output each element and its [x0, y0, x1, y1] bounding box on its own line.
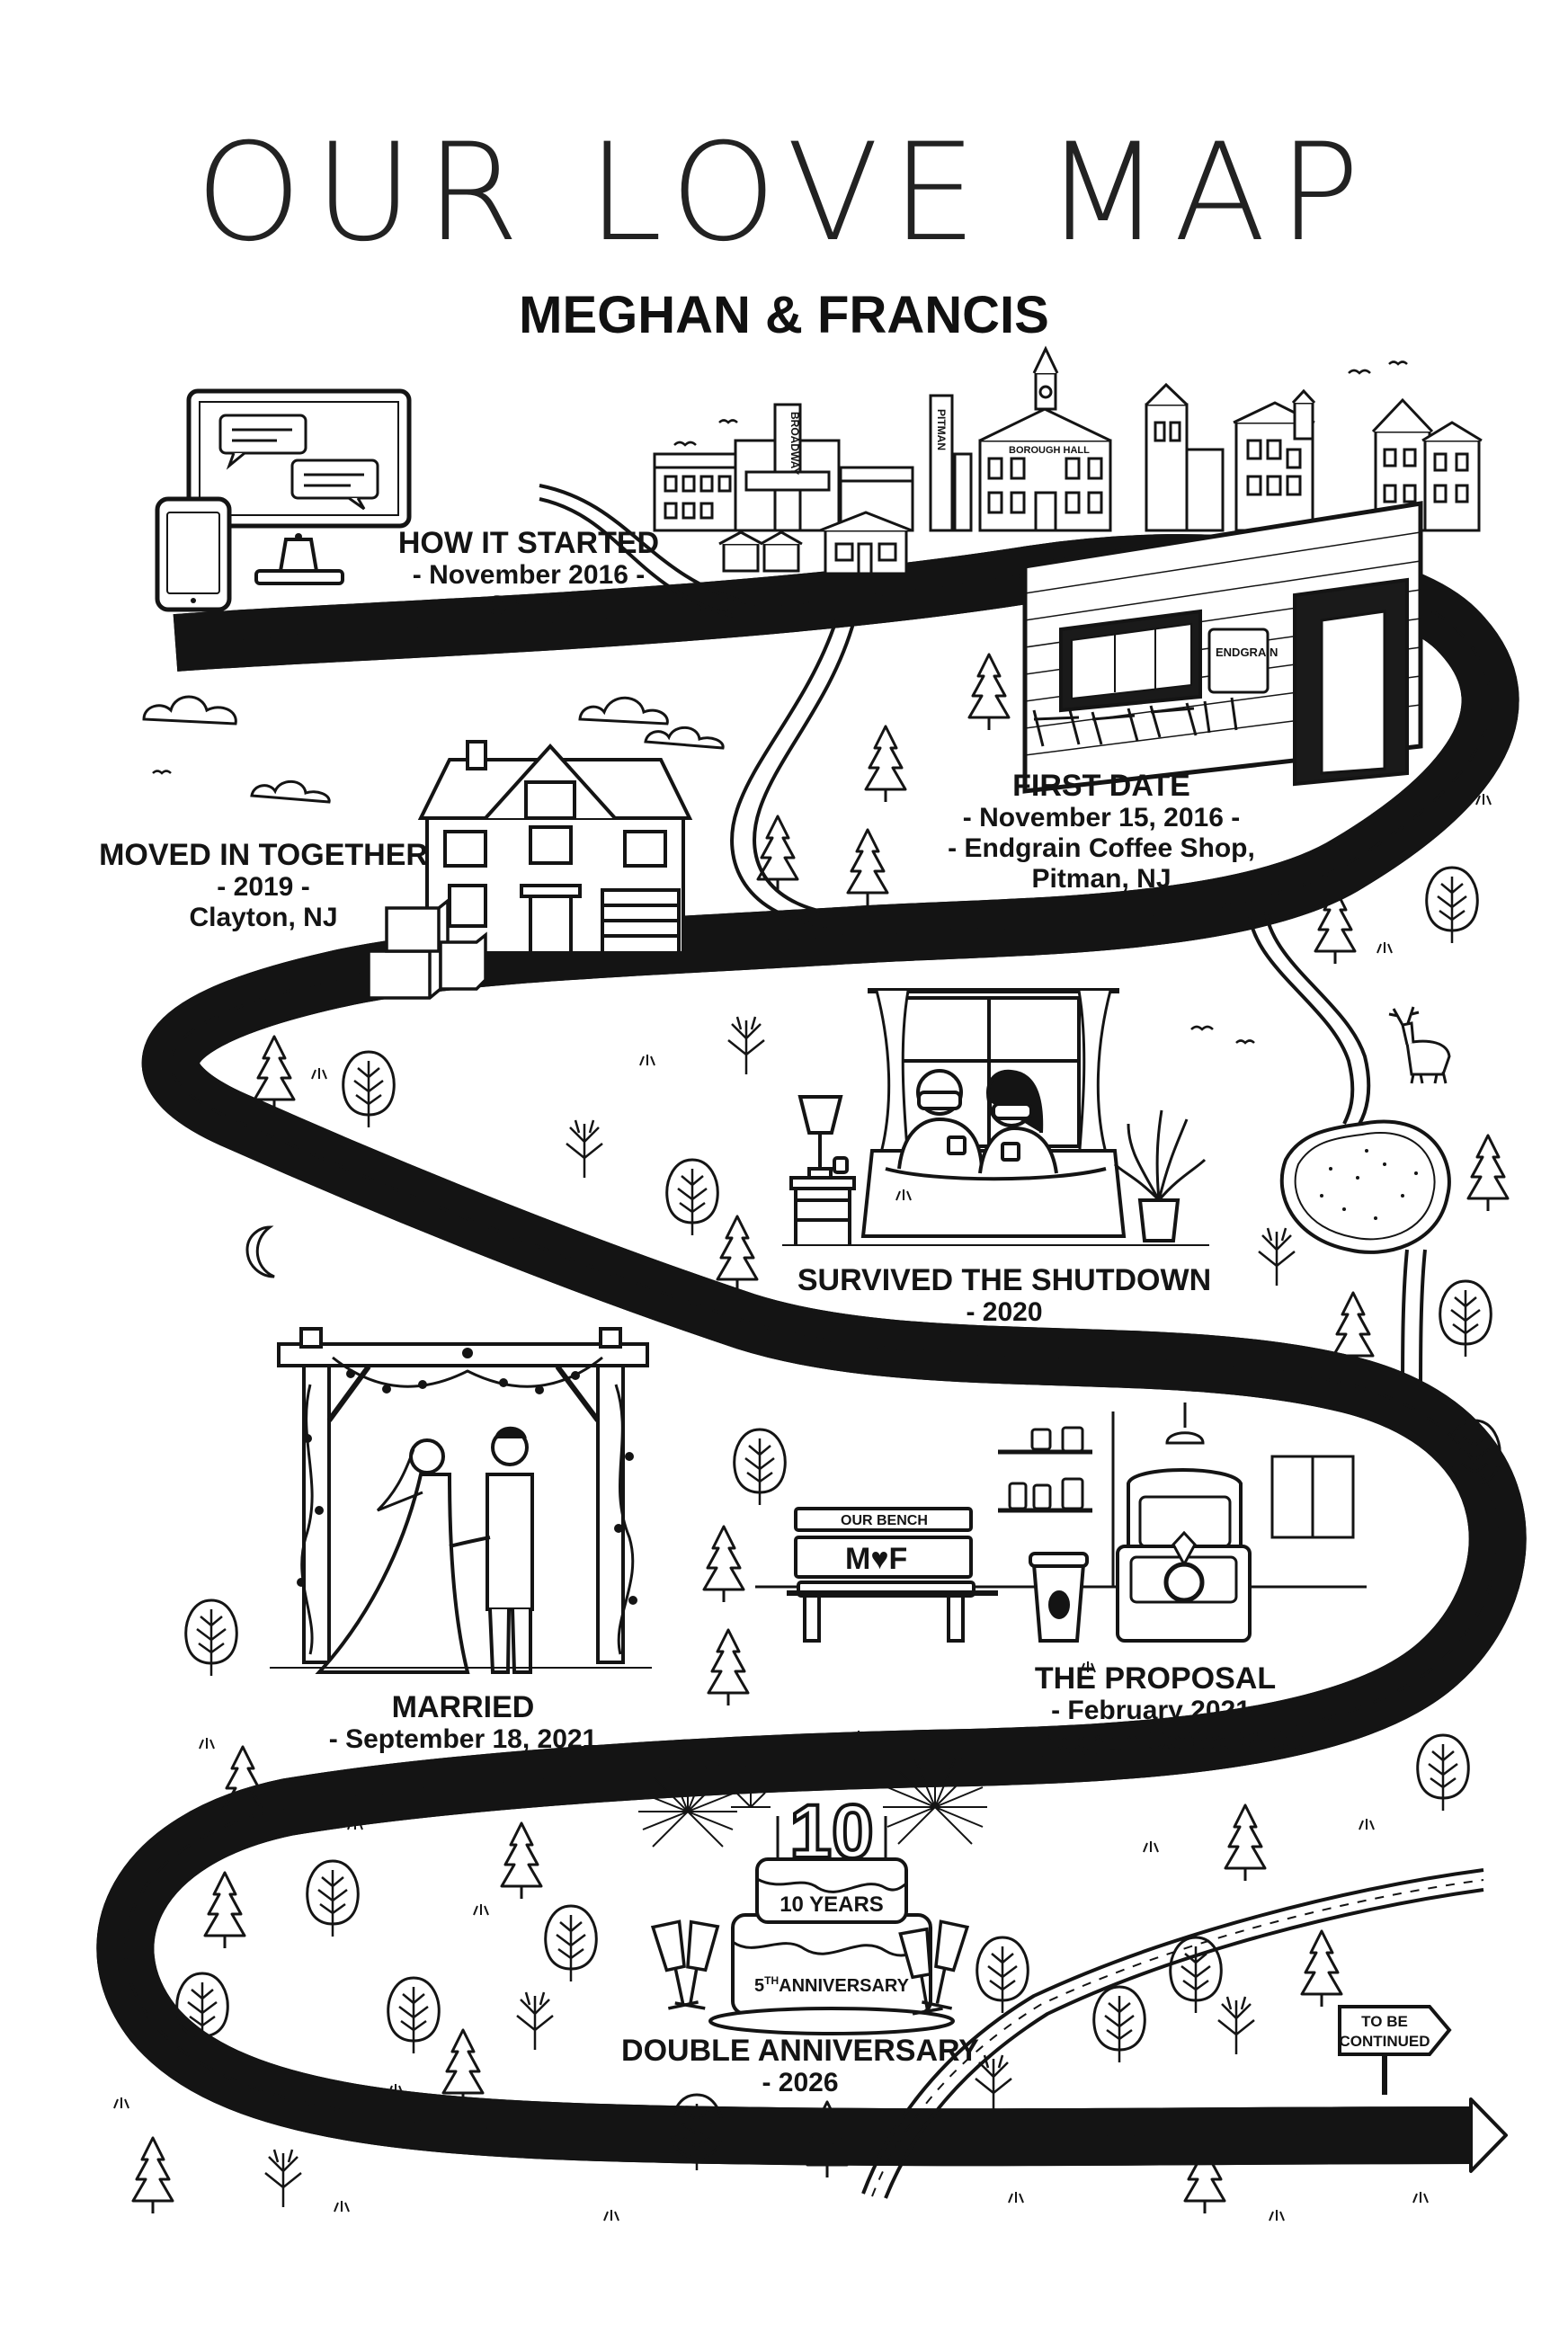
bench-icon — [787, 1507, 998, 1643]
milestone-shutdown: SURVIVED THE SHUTDOWN - 2020 — [797, 1263, 1211, 1328]
milestone-heading: SURVIVED THE SHUTDOWN — [797, 1263, 1212, 1297]
clouds — [142, 695, 725, 804]
cake-icon — [708, 1816, 955, 2035]
milestone-place: Clayton, NJ — [189, 903, 338, 933]
milestone-proposal: THE PROPOSAL - February 2021- - Endgrain… — [1005, 1661, 1305, 1757]
milestone-place: Online — [486, 591, 571, 621]
ring-box-icon — [1116, 1468, 1252, 1643]
chat-bubble-icon — [218, 414, 379, 511]
phone-icon — [155, 496, 232, 612]
cake-years-text: 10 YEARS — [780, 1892, 884, 1917]
proposal-scene — [755, 1403, 1367, 1643]
milestone-city: Pitman, NJ — [1031, 864, 1172, 895]
milestone-heading: MARRIED — [391, 1690, 535, 1724]
milestone-moved-in: MOVED IN TOGETHER - 2019 - Clayton, NJ — [99, 838, 428, 933]
deer-icon — [1388, 1006, 1451, 1084]
road-arrow-icon — [1469, 2097, 1508, 2173]
signpost-text-bottom: CONTINUED — [1339, 2033, 1430, 2050]
bench-initials: M♥F — [845, 1542, 907, 1576]
milestone-date: - November 15, 2016 - — [962, 803, 1241, 833]
coffee-shop-icon — [1022, 501, 1423, 794]
wedding-arch-icon — [270, 1327, 652, 1674]
birds — [152, 361, 1408, 1045]
milestone-date: - 2026 — [762, 2068, 839, 2098]
moving-box-icon — [367, 897, 487, 1000]
milestone-place: - Endgrain Coffee Shop, — [948, 833, 1255, 864]
milestone-heading: FIRST DATE — [1012, 769, 1190, 803]
pond-icon — [1279, 1119, 1451, 1254]
milestone-heading: MOVED IN TOGETHER — [99, 838, 428, 872]
milestone-date: - 2019 - — [217, 872, 310, 903]
broadway-sign: BROADWAY — [788, 412, 801, 475]
pitman-sign: PITMAN — [935, 409, 948, 450]
milestone-married: MARRIED - September 18, 2021 — [329, 1690, 598, 1755]
milestone-place: - Endgrain Coffee Shop — [1005, 1726, 1305, 1757]
winding-road — [125, 484, 1508, 2199]
shutdown-scene — [782, 988, 1209, 1246]
milestone-date: - September 18, 2021 — [328, 1724, 598, 1755]
couple-names: MEGHAN & FRANCIS — [519, 286, 1049, 344]
coffee-cup-icon — [1029, 1552, 1089, 1643]
milestone-first-date: FIRST DATE - November 15, 2016 - - Endgr… — [948, 769, 1255, 895]
borough-hall-sign: BOROUGH HALL — [1009, 445, 1090, 456]
milestone-date: - February 2021- — [1051, 1696, 1260, 1726]
milestone-heading: DOUBLE ANNIVERSARY — [621, 2034, 979, 2068]
moon-icon — [245, 1225, 275, 1278]
bench-sign-text: OUR BENCH — [841, 1513, 928, 1528]
cake-anniversary-text: 5THANNIVERSARY — [754, 1974, 910, 1996]
computer-monitor-icon — [186, 388, 412, 585]
milestone-how-it-started: HOW IT STARTED - November 2016 - Online — [398, 526, 659, 621]
cake-candle-number: 10 — [789, 1789, 873, 1874]
champagne-glass-icon — [650, 1919, 970, 2016]
town-skyline — [653, 345, 1483, 575]
signpost-text-top: TO BE — [1361, 2013, 1408, 2030]
page-title: OUR LOVE MAP — [195, 115, 1373, 272]
house-icon — [400, 740, 710, 957]
endgrain-sign: ENDGRAIN — [1216, 646, 1278, 659]
milestone-date: - 2020 — [966, 1297, 1043, 1328]
milestone-heading: HOW IT STARTED — [397, 526, 660, 560]
signpost-icon — [1338, 2005, 1452, 2095]
firework-icon — [638, 1731, 987, 1848]
milestone-date: - November 2016 - — [412, 560, 646, 591]
milestone-anniversary: DOUBLE ANNIVERSARY - 2026 — [621, 2034, 979, 2098]
milestone-heading: THE PROPOSAL — [1034, 1661, 1277, 1696]
